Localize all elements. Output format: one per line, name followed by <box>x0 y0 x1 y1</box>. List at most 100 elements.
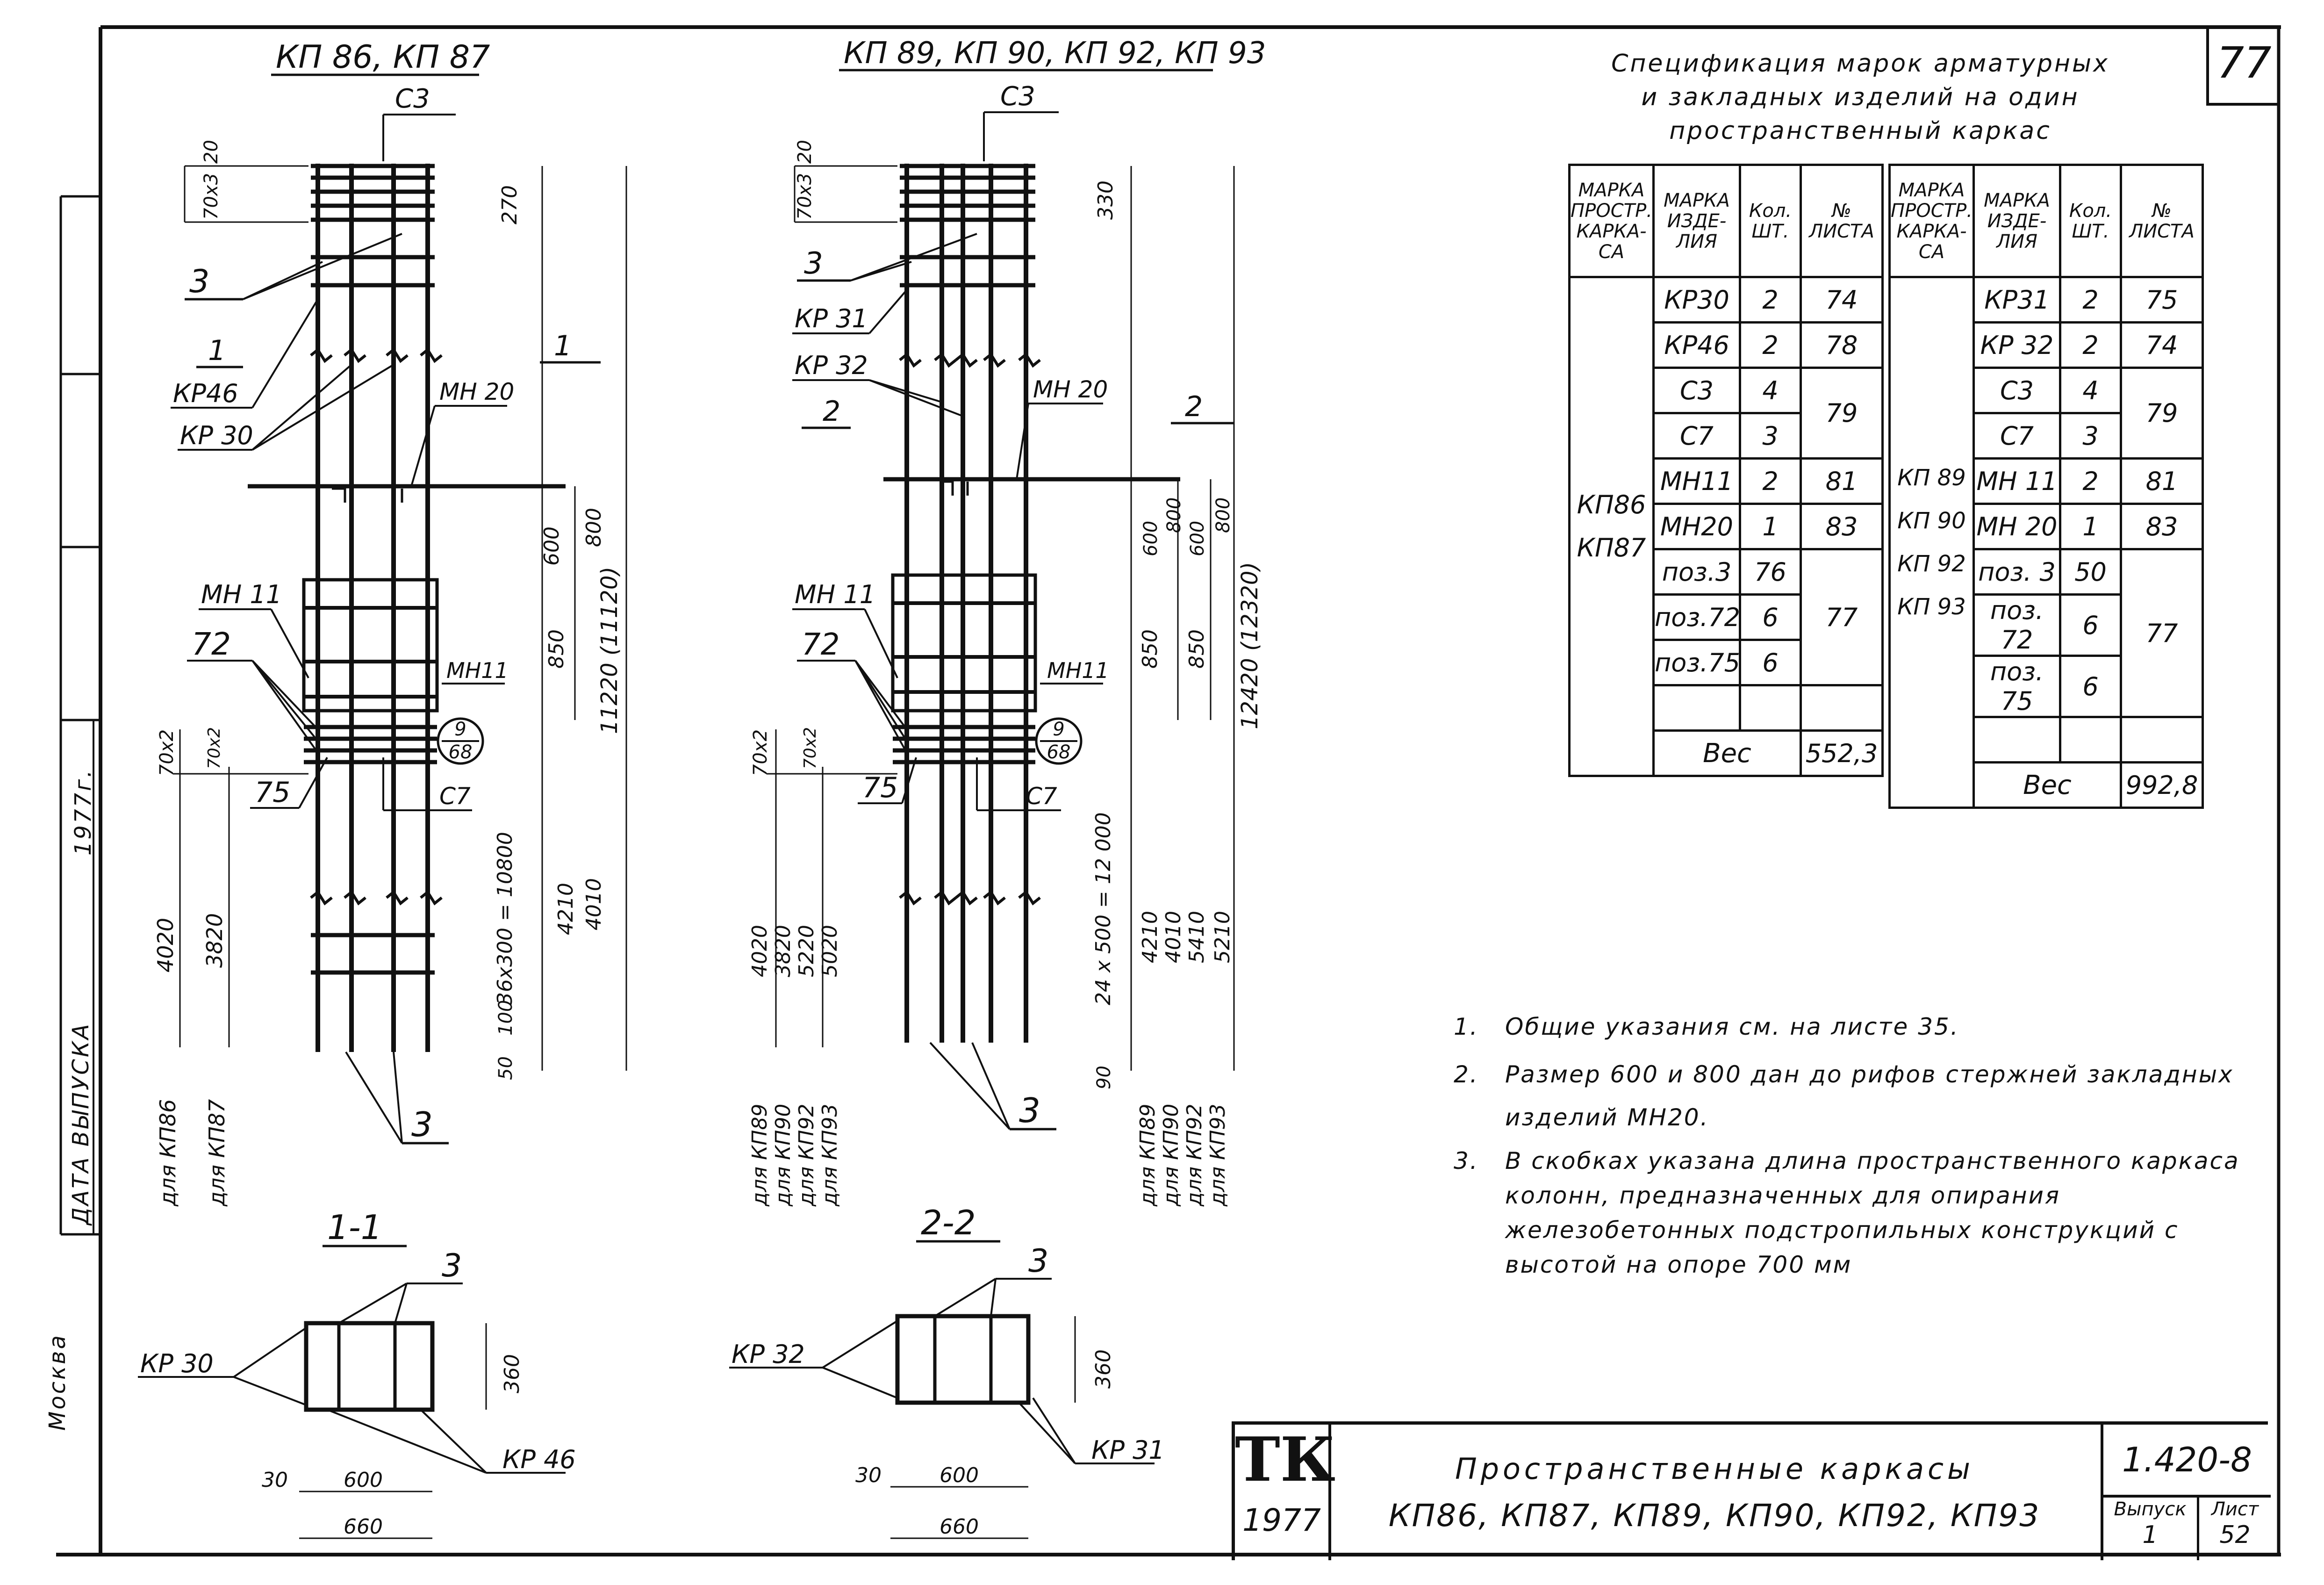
spec-qty: 4 <box>2059 367 2122 414</box>
note-item: 1. Общие указания см. на листе 35. <box>1454 1005 2248 1048</box>
spec-qty: 2 <box>1739 276 1802 324</box>
left-dim-50: 50 <box>495 1056 516 1080</box>
note-number: 3. <box>1454 1147 1479 1174</box>
spec-item: поз. 72 <box>1973 593 2061 657</box>
left-mn11-label: МН 11 <box>201 580 282 609</box>
spec-header-sheet: № ЛИСТА <box>1800 164 1884 278</box>
right-dim-5210: 5210 <box>1211 911 1234 963</box>
left-dim-20: 20 <box>201 140 222 164</box>
spec-frame-mark: КП 89 <box>1897 465 1966 491</box>
section-2-2-kr32: КР 32 <box>732 1340 805 1369</box>
section-1-1-dim-30: 30 <box>262 1468 288 1492</box>
left-kr46-label: КР46 <box>173 379 238 408</box>
left-detail-circle: 9 68 <box>437 717 484 765</box>
spec-frame-mark: КП87 <box>1577 533 1646 562</box>
right-mn20-label: МН 20 <box>1033 376 1108 403</box>
spec-sheet: 77 <box>2120 548 2204 718</box>
series-code: 1.420-8 <box>2103 1425 2271 1498</box>
section-2-2-pos3: 3 <box>1028 1243 1048 1280</box>
right-dim-90: 90 <box>1093 1066 1115 1089</box>
spec-item: МН11 <box>1652 457 1741 505</box>
left-pos3-label: 3 <box>189 263 209 300</box>
spec-qty: 2 <box>2059 321 2122 369</box>
left-dim-11220: 11220 (11120) <box>596 567 623 734</box>
spec-qty: 2 <box>1739 457 1802 505</box>
section-1-1-kr30: КР 30 <box>140 1349 214 1378</box>
section-2-2-dim-600: 600 <box>940 1463 979 1487</box>
right-for-89: для КП89 <box>748 1104 772 1207</box>
spec-header-qty: Кол. ШТ. <box>1739 164 1802 278</box>
spec-right-frames: КП 89 КП 90 КП 92 КП 93 <box>1888 276 1975 809</box>
right-c7-label: С7 <box>1026 783 1057 810</box>
left-circle-top: 9 <box>454 719 466 740</box>
section-1-1-pos3: 3 <box>442 1247 462 1284</box>
issue-cell: Выпуск 1 <box>2103 1498 2199 1560</box>
left-dim-100: 100 <box>495 1000 516 1036</box>
spec-title-line: и закладных изделий на один <box>1641 83 2080 111</box>
title-block-title: Пространственные каркасы КП86, КП87, КП8… <box>1331 1425 2098 1560</box>
section-1-1-kr46: КР 46 <box>502 1445 576 1474</box>
right-dimensions-right <box>1130 166 1235 1071</box>
right-pos3-bottom: 3 <box>1019 1091 1040 1130</box>
spec-header-frame: МАРКА ПРОСТР. КАРКА-СА <box>1888 164 1975 278</box>
left-top-mesh <box>311 164 435 222</box>
section-1-1-dim-600: 600 <box>344 1468 383 1492</box>
spec-qty: 6 <box>2059 593 2122 657</box>
right-lower-mesh <box>893 725 1035 764</box>
left-stirrups <box>311 255 435 975</box>
spec-weight-value: 992,8 <box>2120 761 2204 809</box>
title-line-2: КП86, КП87, КП89, КП90, КП92, КП93 <box>1388 1498 2041 1534</box>
spec-item: С3 <box>1652 367 1741 414</box>
right-72-label: 72 <box>802 627 839 662</box>
right-circle-top: 9 <box>1053 719 1064 740</box>
spec-item: МН20 <box>1652 503 1741 550</box>
spec-empty-cell <box>2120 716 2204 764</box>
left-dimensions-left <box>173 165 308 1047</box>
sheet-label: Лист <box>2211 1499 2259 1520</box>
spec-sheet: 81 <box>2120 457 2204 505</box>
spec-header-item: МАРКА ИЗДЕ-ЛИЯ <box>1973 164 2061 278</box>
spec-frame-mark: КП 92 <box>1897 551 1966 577</box>
section-2-2: 2-2 3 КР 32 КР 31 360 30 600 660 <box>729 1203 1165 1539</box>
right-dim-4010: 4010 <box>1162 911 1185 963</box>
right-break-marks <box>899 352 1041 906</box>
left-mn11-frame <box>302 578 439 713</box>
spec-title-line: пространственный каркас <box>1669 117 2051 145</box>
spec-qty: 6 <box>1739 593 1802 641</box>
right-kr31-label: КР 31 <box>795 304 868 333</box>
spec-item: КР31 <box>1973 276 2061 324</box>
spec-qty: 6 <box>2059 655 2122 718</box>
left-dim-850: 850 <box>545 629 568 669</box>
right-dim-12000: 24 х 500 = 12 000 <box>1091 812 1115 1005</box>
right-drawing-title: КП 89, КП 90, КП 92, КП 93 <box>844 36 1266 71</box>
spec-item: поз.3 <box>1652 548 1741 596</box>
right-top-mesh <box>900 164 1035 222</box>
right-dim-850a: 850 <box>1138 629 1162 669</box>
spec-weight-value: 552,3 <box>1800 729 1884 777</box>
issue-label: Выпуск <box>2114 1499 2187 1520</box>
spec-sheet: 79 <box>1800 367 1884 460</box>
left-dim-3820: 3820 <box>202 913 227 968</box>
section-2-2-dim-360: 360 <box>1091 1349 1115 1389</box>
right-elevation: КП 89, КП 90, КП 92, КП 93 С3 <box>748 36 1266 1207</box>
spec-sheet: 79 <box>2120 367 2204 460</box>
margin-city: Москва <box>44 1333 71 1431</box>
right-c3-label: С3 <box>1000 81 1035 112</box>
title-block-right: 1.420-8 Выпуск 1 Лист 52 <box>2101 1425 2271 1560</box>
left-dim-4010: 4010 <box>582 878 606 930</box>
spec-weight-label: Вес <box>1973 761 2122 809</box>
left-dim-600: 600 <box>540 526 564 566</box>
spec-title: Спецификация марок арматурных и закладны… <box>1580 47 2141 148</box>
spec-weight-label: Вес <box>1652 729 1802 777</box>
note-item: 2. Размер 600 и 800 дан до рифов стержне… <box>1454 1053 2248 1139</box>
spec-item: С3 <box>1973 367 2061 414</box>
left-mn20-label: МН 20 <box>439 378 514 405</box>
left-c3-label: С3 <box>395 84 430 114</box>
sheet-value: 52 <box>2219 1521 2251 1549</box>
spec-table-left: МАРКА ПРОСТР. КАРКА-СА МАРКА ИЗДЕ-ЛИЯ Ко… <box>1568 164 1884 777</box>
right-kr32-label: КР 32 <box>795 351 868 380</box>
spec-qty: 3 <box>1739 412 1802 460</box>
right-mn11-frame <box>891 573 1037 713</box>
spec-sheet: 74 <box>1800 276 1884 324</box>
